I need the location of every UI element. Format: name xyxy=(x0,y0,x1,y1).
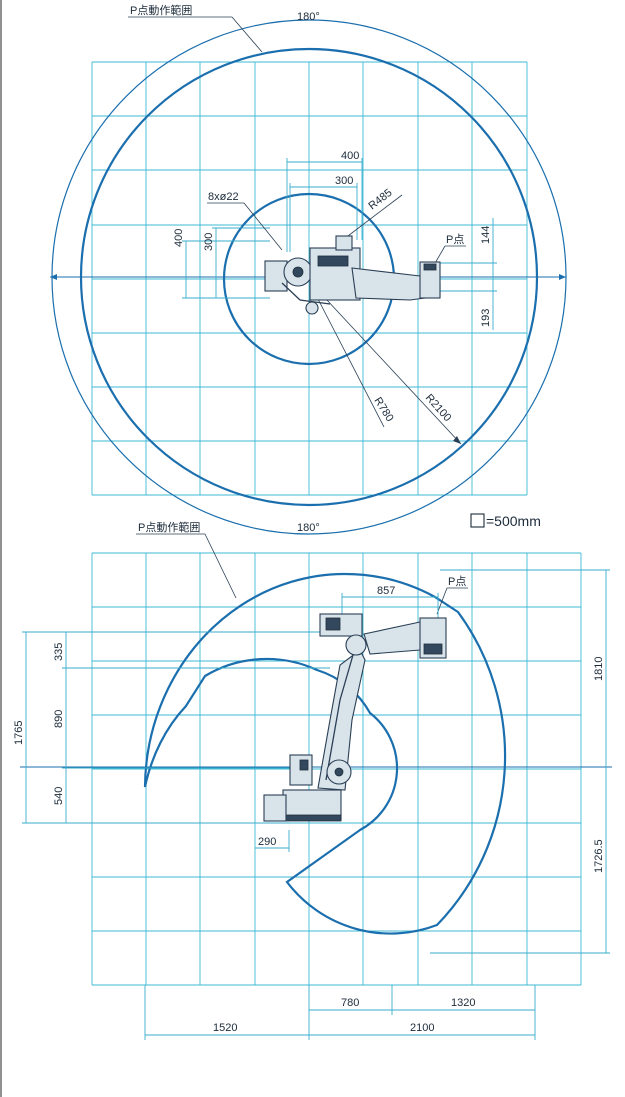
top-axis-arrow-left xyxy=(50,274,57,280)
dim-1726: 1726.5 xyxy=(593,839,605,873)
top-angle-bottom: 180° xyxy=(297,522,320,534)
dim-1520: 1520 xyxy=(213,1022,237,1034)
robot-side-rear-motor-cap xyxy=(299,759,309,771)
robot-top-base-left xyxy=(264,260,288,292)
dim-540: 540 xyxy=(53,787,65,805)
robot-top-turntable-hub xyxy=(292,266,304,278)
side-p-point-leader xyxy=(436,587,448,615)
dim-890: 890 xyxy=(53,710,65,728)
top-range-label: P点動作範囲 xyxy=(130,3,192,17)
robot-top-wrist-cap xyxy=(423,263,437,271)
dim-1320: 1320 xyxy=(451,997,475,1009)
dim-780: 780 xyxy=(341,997,359,1009)
top-range-label-leader xyxy=(231,16,263,53)
dim-400-v: 400 xyxy=(173,229,185,247)
dim-1765: 1765 xyxy=(13,721,25,745)
robot-top-motor-cap xyxy=(335,235,353,251)
robot-side-base-plate xyxy=(282,814,342,822)
side-p-point-label: P点 xyxy=(448,575,466,588)
dim-1810: 1810 xyxy=(593,657,605,681)
robot-top-wrist xyxy=(419,261,441,299)
side-robot-drawing xyxy=(263,613,447,822)
robot-side-wrist-flange xyxy=(423,643,443,655)
robot-side-upper-motor-cap xyxy=(325,617,341,631)
dim-144: 144 xyxy=(480,226,492,244)
top-angle-top: 180° xyxy=(297,11,320,23)
dim-2100: 2100 xyxy=(410,1022,434,1034)
robot-side-cable xyxy=(325,654,354,781)
robot-top-joint xyxy=(305,301,319,315)
r2100-arrow xyxy=(453,436,461,444)
top-dimensions xyxy=(182,158,497,330)
r485-leader xyxy=(339,194,403,243)
top-range-circle-outer xyxy=(51,19,567,535)
top-range-circle-r2100 xyxy=(79,47,539,507)
side-range-label-leader xyxy=(204,533,237,599)
scale-square-icon xyxy=(470,513,485,528)
dim-857: 857 xyxy=(377,585,395,597)
scale-label: =500mm xyxy=(486,513,541,529)
r2100-leader xyxy=(311,283,462,445)
bolt-label-leader xyxy=(243,202,283,251)
side-range-label: P点動作範囲 xyxy=(138,520,200,534)
dim-300-h: 300 xyxy=(335,175,353,187)
robot-top-motor xyxy=(317,255,349,267)
dim-335: 335 xyxy=(53,643,65,661)
robot-side-base-motor xyxy=(263,794,287,822)
dim-193: 193 xyxy=(480,309,492,327)
dim-290: 290 xyxy=(258,836,276,848)
radius-485: R485 xyxy=(366,187,394,213)
top-axis-arrow-right xyxy=(559,274,566,280)
robot-side-lower-joint-hub xyxy=(334,767,344,777)
bolt-label: 8xø22 xyxy=(208,191,239,203)
side-dimensions xyxy=(22,569,610,1040)
dim-400-h: 400 xyxy=(341,150,359,162)
top-robot-drawing xyxy=(264,235,441,315)
r780-leader xyxy=(317,298,385,428)
top-p-point-label: P点 xyxy=(446,233,464,246)
dim-300-v: 300 xyxy=(203,233,215,251)
robot-top-cable xyxy=(281,282,331,305)
robot-side-upper-joint xyxy=(345,634,367,656)
side-range-envelope xyxy=(143,572,507,935)
